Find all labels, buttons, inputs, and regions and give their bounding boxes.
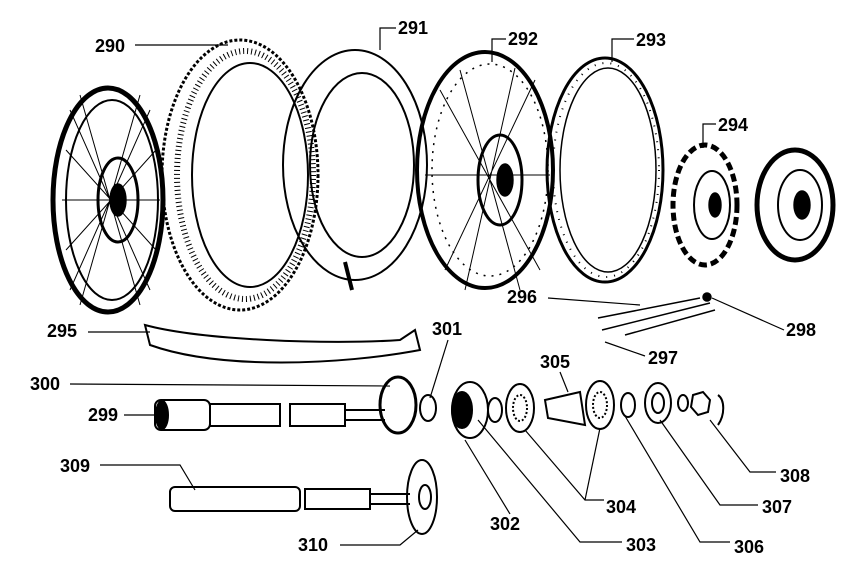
label-294: 294 — [718, 115, 749, 135]
label-301: 301 — [432, 319, 463, 339]
tire — [160, 38, 320, 312]
label-310: 310 — [298, 535, 329, 555]
label-290: 290 — [95, 36, 126, 56]
spokes — [597, 292, 716, 336]
split-pin — [717, 394, 725, 426]
brake-drum — [754, 147, 836, 263]
label-309: 309 — [60, 456, 91, 476]
hub — [670, 142, 740, 268]
spacer — [543, 390, 587, 427]
ball-bearing-left — [505, 383, 535, 433]
label-292: 292 — [508, 29, 539, 49]
label-291: 291 — [398, 18, 429, 38]
flange — [406, 459, 438, 535]
spacer-ring — [620, 392, 636, 418]
brake-plate — [378, 375, 418, 435]
inner-tube — [282, 49, 428, 291]
washer — [419, 394, 437, 422]
axle — [154, 399, 385, 431]
label-298: 298 — [786, 320, 817, 340]
label-293: 293 — [636, 30, 667, 50]
label-299: 299 — [88, 405, 119, 425]
rim — [545, 56, 665, 284]
bearing-housing — [451, 381, 489, 439]
dust-cover — [644, 382, 672, 424]
small-washer — [677, 394, 689, 412]
label-300: 300 — [30, 374, 61, 394]
label-308: 308 — [780, 466, 811, 486]
label-295: 295 — [47, 321, 78, 341]
ball-bearing-right — [585, 380, 615, 430]
label-297: 297 — [648, 348, 679, 368]
nut — [689, 390, 712, 417]
label-306: 306 — [734, 537, 765, 557]
label-307: 307 — [762, 497, 793, 517]
label-304: 304 — [606, 497, 637, 517]
label-305: 305 — [540, 352, 571, 372]
leader-lines — [69, 27, 785, 546]
spoked-wheel — [415, 50, 555, 291]
label-296: 296 — [507, 287, 538, 307]
label-303: 303 — [626, 535, 657, 555]
rim-tape — [143, 323, 422, 364]
label-302: 302 — [490, 514, 521, 534]
seal — [487, 397, 503, 423]
rear-axle — [169, 486, 410, 512]
complete-wheel — [50, 85, 166, 315]
